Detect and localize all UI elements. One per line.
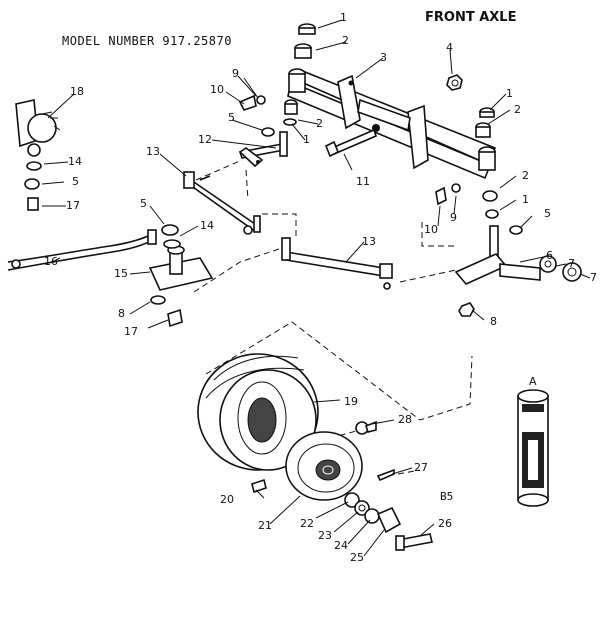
spindle-left bbox=[238, 131, 288, 168]
steering-sector-group bbox=[15, 99, 61, 211]
callout-number: 1 bbox=[506, 87, 513, 100]
drag-link-left bbox=[183, 171, 261, 235]
callout-number: 25 bbox=[350, 551, 364, 564]
callout-number: 1 bbox=[340, 11, 347, 24]
callout-number: 26 bbox=[438, 517, 452, 530]
wheel-bearing-stack bbox=[344, 420, 433, 551]
callout-number: 14 bbox=[200, 219, 214, 232]
callout-number: 16 bbox=[44, 255, 58, 268]
callout-number: 5 bbox=[544, 207, 551, 220]
callout-number: 2 bbox=[316, 117, 323, 130]
callout-number: 13 bbox=[362, 235, 376, 248]
callout-number: 17 bbox=[66, 199, 80, 212]
callout-number: 5 bbox=[228, 111, 235, 124]
callout-number: 7 bbox=[590, 271, 597, 284]
callout-number: 28 bbox=[398, 413, 412, 426]
callout-number: 8 bbox=[490, 315, 497, 328]
nut-4 bbox=[446, 74, 463, 91]
model-number-label: MODEL NUMBER 917.25870 bbox=[62, 34, 232, 48]
ball-joint-10-right bbox=[435, 183, 461, 206]
callout-number: 12 bbox=[198, 133, 212, 146]
callout-number: 2 bbox=[514, 103, 521, 116]
callout-number: 10 bbox=[210, 83, 224, 96]
callout-number: 2 bbox=[522, 169, 529, 182]
callout-number: 14 bbox=[68, 155, 82, 168]
callout-number: 5 bbox=[140, 197, 147, 210]
callout-number: 5 bbox=[72, 175, 79, 188]
section-title: FRONT AXLE bbox=[425, 10, 517, 25]
callout-number: 2 bbox=[342, 34, 349, 47]
callout-number: 19 bbox=[344, 395, 358, 408]
drag-link-right bbox=[281, 237, 393, 290]
ball-joint-10-left bbox=[238, 94, 266, 111]
sheet-code: B5 bbox=[440, 490, 454, 503]
callout-number: 15 bbox=[114, 267, 128, 280]
callout-number: 22 bbox=[300, 517, 314, 530]
callout-number: 23 bbox=[318, 529, 332, 542]
callout-number: 6 bbox=[546, 249, 553, 262]
steering-rod-16 bbox=[7, 229, 157, 271]
callout-number: 11 bbox=[356, 175, 370, 188]
callout-number: 20 bbox=[220, 493, 234, 506]
wheel-rim-21 bbox=[285, 431, 363, 501]
spindle-right bbox=[454, 190, 582, 317]
front-tire-19 bbox=[197, 353, 319, 471]
axle-beam bbox=[287, 68, 496, 180]
kit-label: A bbox=[529, 375, 537, 388]
pivot-bracket-15 bbox=[148, 224, 214, 328]
callout-number: 10 bbox=[424, 223, 438, 236]
callout-number: 7 bbox=[568, 257, 575, 270]
valve-stem-20 bbox=[251, 478, 267, 494]
callout-number: 27 bbox=[414, 461, 428, 474]
callout-number: 17 bbox=[124, 325, 138, 338]
bushing-top bbox=[294, 23, 316, 59]
left-lower-bushings bbox=[261, 99, 298, 137]
bolt-11 bbox=[324, 128, 377, 158]
callout-number: 9 bbox=[450, 211, 457, 224]
callout-number: 8 bbox=[118, 307, 125, 320]
callout-number: 13 bbox=[146, 145, 160, 158]
lubricant-tube-a bbox=[517, 389, 549, 507]
callout-number: 1 bbox=[303, 133, 310, 146]
callout-number: 18 bbox=[70, 85, 84, 98]
callout-number: 21 bbox=[258, 519, 272, 532]
right-upper-bushings bbox=[475, 107, 495, 138]
callout-number: 1 bbox=[522, 193, 529, 206]
callout-number: 4 bbox=[446, 41, 453, 54]
callout-number: 9 bbox=[232, 67, 239, 80]
callout-number: 3 bbox=[380, 51, 387, 64]
callout-number: 24 bbox=[334, 539, 348, 552]
callout-leaders bbox=[41, 19, 591, 557]
